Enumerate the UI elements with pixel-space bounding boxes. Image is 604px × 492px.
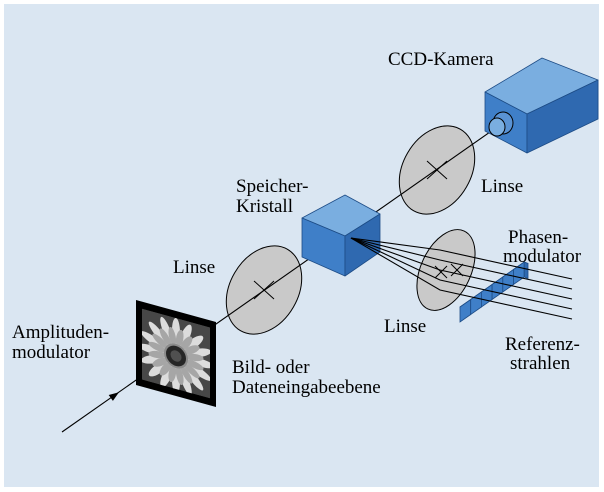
- reference-beams-label-line1: Referenz-: [505, 334, 580, 355]
- sunflower-petal: [168, 365, 177, 383]
- amplitude-modulator-label-line1: Amplituden-: [12, 322, 109, 343]
- input-plane-label-line2: Dateneingabeebene: [232, 377, 381, 398]
- reference-lens-focus-mark: [434, 263, 464, 279]
- input-plane-label-line1: Bild- oder: [232, 357, 310, 378]
- signal-beam: [61, 124, 501, 433]
- reference-beam: [350, 237, 573, 310]
- sunflower-image: [142, 308, 210, 399]
- phase-modulator-side: [523, 261, 529, 279]
- sunflower-petal: [168, 327, 177, 346]
- reference-beams: [350, 237, 573, 320]
- sunflower-petal: [185, 359, 204, 371]
- phase-modulator-label-line1: Phasen-: [508, 227, 568, 248]
- sunflower-petal: [152, 333, 168, 349]
- sunflower-petal: [175, 329, 184, 347]
- sunflower-petal: [180, 336, 193, 350]
- reference-beam: [350, 237, 573, 320]
- sunflower-petal: [152, 357, 168, 367]
- reference-beams-label-line2: strahlen: [510, 353, 571, 374]
- sunflower-petal: [148, 341, 167, 353]
- reference-lens-label: Linse: [384, 316, 426, 337]
- ccd-camera: [484, 57, 599, 154]
- sunflower-petal: [184, 345, 200, 355]
- camera-lens-focus-mark: [426, 160, 448, 180]
- sunflower-center-core: [170, 350, 182, 362]
- sunflower-petal: [184, 363, 200, 379]
- sunflower-petal: [159, 328, 172, 347]
- phase-modulator-label-line2: modulator: [503, 246, 582, 267]
- reference-beam: [350, 237, 573, 300]
- sunflower-petal: [148, 350, 167, 359]
- ccd-camera-label: CCD-Kamera: [388, 49, 494, 70]
- sunflower-petal: [159, 362, 172, 376]
- input-lens-label: Linse: [173, 257, 215, 278]
- camera-lens-label: Linse: [481, 176, 523, 197]
- amplitude-modulator-label-line2: modulator: [12, 342, 91, 363]
- reference-beam: [350, 237, 573, 290]
- storage-crystal-label-line1: Speicher-: [236, 176, 308, 197]
- camera-objective-front: [488, 117, 506, 137]
- storage-crystal-label-line2: Kristall: [236, 196, 293, 217]
- reference-lens: [416, 229, 476, 311]
- sunflower-petal: [185, 353, 204, 362]
- input-lens-focus-mark: [253, 280, 275, 300]
- sunflower-petal: [175, 366, 184, 385]
- camera-side-face: [526, 79, 599, 154]
- sunflower-petal: [180, 365, 193, 384]
- reference-beam: [350, 237, 573, 280]
- amplitude-modulator: [136, 300, 216, 408]
- beam-arrowhead: [108, 392, 119, 401]
